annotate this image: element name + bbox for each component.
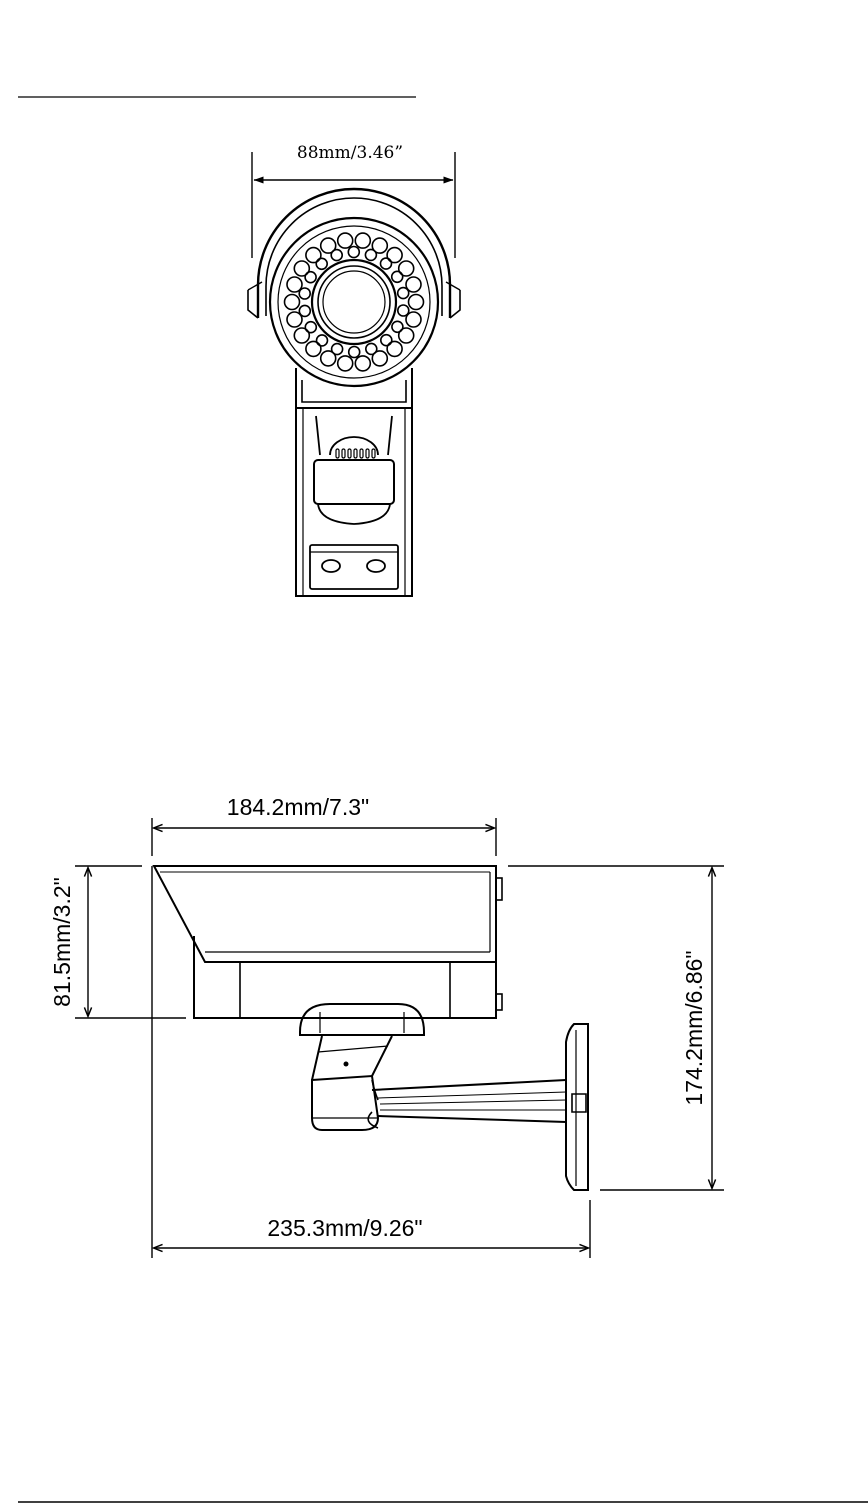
ir-led bbox=[371, 350, 389, 367]
ir-led bbox=[390, 270, 404, 284]
ir-led bbox=[405, 311, 422, 328]
ir-led bbox=[364, 342, 378, 356]
ir-led bbox=[293, 260, 311, 277]
ir-led bbox=[315, 334, 329, 347]
ir-led bbox=[336, 232, 354, 249]
ir-led bbox=[354, 232, 372, 249]
ir-led bbox=[407, 293, 425, 311]
ir-led bbox=[298, 287, 312, 300]
total-length-dimension: 235.3mm/9.26" bbox=[151, 866, 591, 1258]
ir-led bbox=[305, 340, 322, 358]
ir-led bbox=[379, 257, 393, 270]
front-width-label: 88mm/3.46” bbox=[297, 143, 403, 163]
total-height-label: 174.2mm/6.86" bbox=[681, 950, 707, 1105]
ir-led bbox=[286, 276, 303, 293]
ir-led bbox=[354, 355, 372, 372]
knurl-tooth bbox=[335, 448, 340, 459]
ir-led bbox=[298, 304, 312, 318]
side-view: 184.2mm/7.3" 81.5mm/3.2" 174.2mm/6.86" 2… bbox=[49, 794, 724, 1258]
ir-led bbox=[330, 248, 344, 262]
housing-height-label: 81.5mm/3.2" bbox=[49, 877, 75, 1007]
ir-led-ring bbox=[283, 232, 425, 372]
total-length-label: 235.3mm/9.26" bbox=[267, 1215, 422, 1241]
ir-led bbox=[305, 246, 322, 264]
swivel-knurl bbox=[335, 448, 376, 459]
ir-led bbox=[386, 246, 403, 264]
ir-led bbox=[293, 327, 311, 344]
ir-led bbox=[315, 257, 329, 271]
ir-led bbox=[319, 350, 337, 367]
front-lens-assembly bbox=[268, 216, 440, 388]
knurl-tooth bbox=[353, 448, 358, 459]
ir-led bbox=[397, 260, 415, 277]
ir-led bbox=[286, 311, 303, 328]
side-wall-plate bbox=[565, 1023, 589, 1191]
total-height-dimension: 174.2mm/6.86" bbox=[508, 865, 724, 1191]
side-housing bbox=[152, 865, 503, 1019]
ir-led bbox=[347, 345, 361, 359]
ir-led bbox=[371, 237, 389, 254]
knurl-tooth bbox=[347, 448, 352, 459]
front-sunshield bbox=[247, 187, 461, 319]
ir-led bbox=[304, 270, 317, 284]
housing-height-dimension: 81.5mm/3.2" bbox=[49, 865, 186, 1019]
ir-led bbox=[391, 320, 404, 334]
ir-led bbox=[397, 327, 415, 344]
knurl-tooth bbox=[371, 448, 376, 459]
ir-led bbox=[347, 245, 361, 259]
ir-led bbox=[396, 304, 410, 317]
ir-led bbox=[364, 248, 378, 262]
front-bracket bbox=[295, 368, 413, 597]
ir-led bbox=[304, 320, 318, 334]
ir-led bbox=[396, 286, 410, 300]
front-width-dimension: 88mm/3.46” bbox=[251, 143, 456, 258]
ir-led bbox=[330, 342, 344, 356]
ir-led bbox=[319, 237, 337, 254]
housing-length-label: 184.2mm/7.3" bbox=[227, 794, 369, 820]
knurl-tooth bbox=[341, 448, 346, 459]
side-swivel-mount bbox=[299, 1003, 425, 1131]
ir-led bbox=[386, 340, 403, 358]
side-mounting-arm bbox=[367, 1079, 567, 1129]
housing-length-dimension: 184.2mm/7.3" bbox=[151, 794, 497, 856]
ir-led bbox=[379, 333, 393, 347]
ir-led bbox=[336, 355, 354, 372]
knurl-tooth bbox=[365, 448, 370, 459]
ir-led bbox=[405, 276, 422, 293]
knurl-tooth bbox=[359, 448, 364, 459]
ir-led bbox=[283, 293, 301, 311]
front-view: 88mm/3.46” bbox=[247, 143, 461, 597]
